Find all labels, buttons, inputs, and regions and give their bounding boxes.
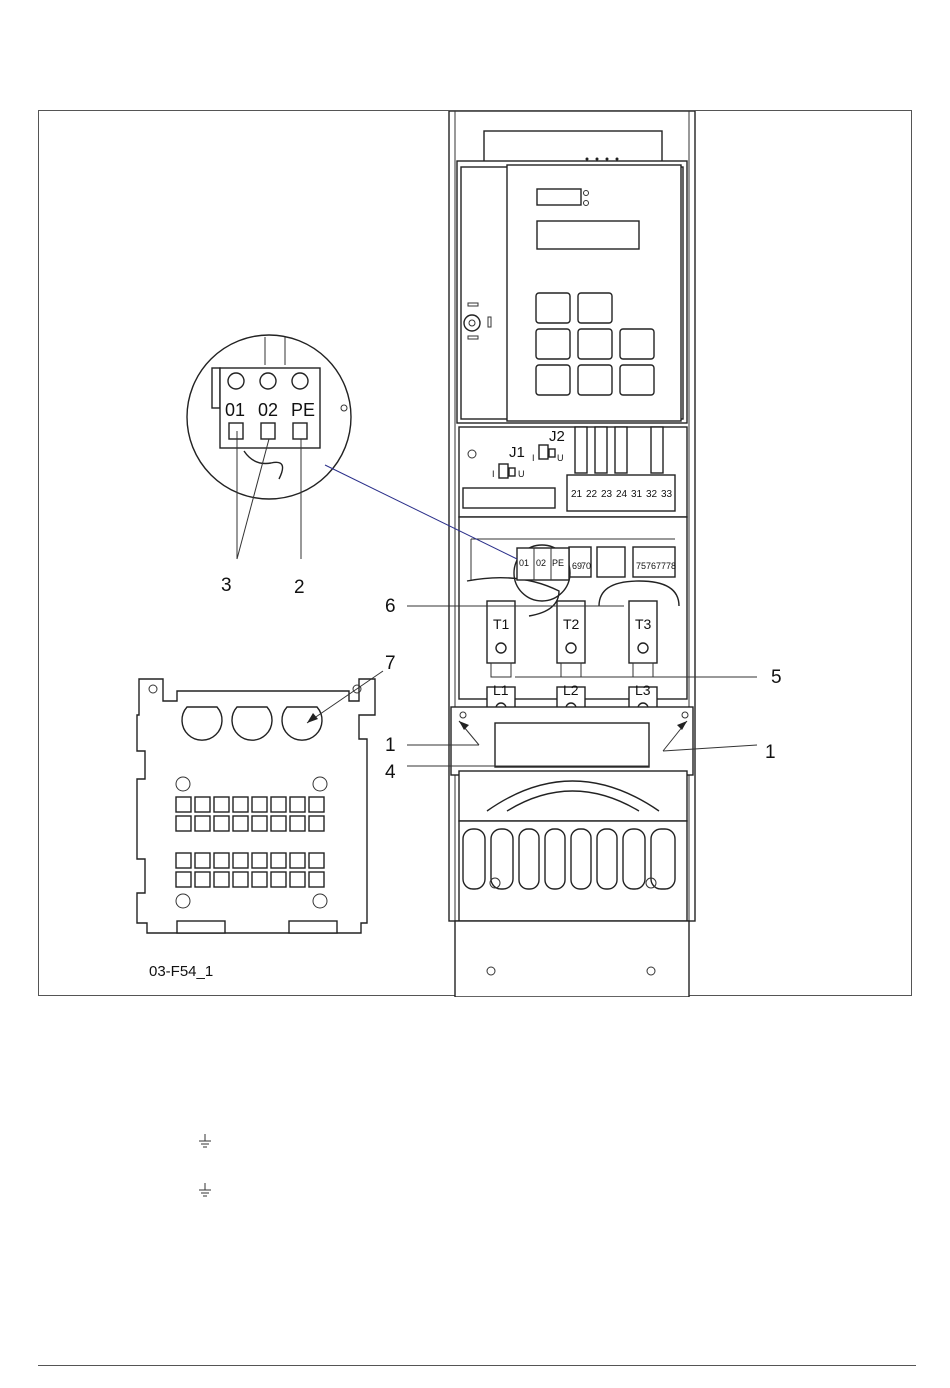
aux-terminal-label: 78 [666,561,676,571]
cable-plate-grid-bottom [176,853,324,887]
cable-plate-cell [214,872,229,887]
cable-plate-cell [214,797,229,812]
cable-plate-cell [290,816,305,831]
control-terminal-label: 32 [646,489,658,500]
control-terminal-label: 24 [616,489,628,500]
callout-4: 4 [385,762,396,783]
aux-terminal-label: 77 [656,561,666,571]
callout-2: 2 [294,577,305,598]
aux-terminal-label: 76 [646,561,656,571]
cable-plate-cell [233,872,248,887]
cable-plate-cell [309,797,324,812]
drive-unit [449,111,695,997]
cable-plate-cell [271,797,286,812]
mains-terminal-label: L1 [493,682,509,698]
figure-frame: 01 02 PE 01 02 PE 69 70 75 76 77 78 J1 J… [38,110,912,996]
cable-plate-cell [252,797,267,812]
jumper-j1-label: J1 [509,444,525,461]
motor-terminal-label: T1 [493,616,510,632]
cable-plate-cell [176,816,191,831]
callout-5: 5 [771,667,782,688]
ground-icon [198,1183,212,1197]
control-terminal-label: 31 [631,489,643,500]
cable-plate-cell [271,853,286,868]
control-terminal-label: 23 [601,489,613,500]
cable-plate-cell [195,872,210,887]
magnified-terminal-label: 02 [258,400,278,420]
cable-plate-cell [233,816,248,831]
cable-plate-cell [195,797,210,812]
small-terminal-label: 02 [536,558,546,568]
ground-icon [198,1134,212,1148]
cable-plate-cell [176,797,191,812]
footer-rule [38,1365,916,1366]
cable-plate-cell [233,797,248,812]
cable-plate-cell [252,816,267,831]
small-terminal-label: 01 [519,558,529,568]
cable-plate-cell [309,816,324,831]
cable-plate-cell [271,816,286,831]
cable-plate-cell [252,853,267,868]
cable-plate-cell [271,872,286,887]
callout-6: 6 [385,596,396,617]
control-terminal-label: 33 [661,489,673,500]
cable-plate-cell [214,853,229,868]
aux-terminal-label: 75 [636,561,646,571]
figure-id-label: 03-F54_1 [149,963,213,980]
cable-plate-cell [290,872,305,887]
jumper-i-label: I [492,469,495,479]
cable-plate-grid-top [176,797,324,831]
jumper-u-label: U [518,469,525,479]
cable-plate-cell [252,872,267,887]
drive-installation-diagram: 01 02 PE 01 02 PE 69 70 75 76 77 78 J1 J… [39,111,913,997]
jumper-i-label: I [532,453,535,463]
magnified-terminal-label: PE [291,400,315,420]
cable-plate-cell [195,853,210,868]
callout-1-right: 1 [765,742,776,763]
aux-terminal-label: 70 [581,561,591,571]
magnified-terminal-label: 01 [225,400,245,420]
cable-plate-cell [290,797,305,812]
jumper-u-label: U [557,453,564,463]
cable-plate-cell [214,816,229,831]
motor-terminal-label: T3 [635,616,652,632]
small-terminal-label: PE [552,558,564,568]
cable-plate-cell [309,872,324,887]
cable-plate-cell [309,853,324,868]
callout-1-left: 1 [385,735,396,756]
cable-plate-cell [176,853,191,868]
cable-plate-cell [176,872,191,887]
cable-plate-cell [233,853,248,868]
mains-terminal-label: L2 [563,682,579,698]
control-terminal-label: 22 [586,489,598,500]
mains-terminal-label: L3 [635,682,651,698]
jumper-j2-label: J2 [549,428,565,445]
callout-3: 3 [221,575,232,596]
control-terminal-label: 21 [571,489,583,500]
cable-plate-cell [195,816,210,831]
callout-7: 7 [385,653,396,674]
cable-plate-cell [290,853,305,868]
motor-terminal-label: T2 [563,616,580,632]
